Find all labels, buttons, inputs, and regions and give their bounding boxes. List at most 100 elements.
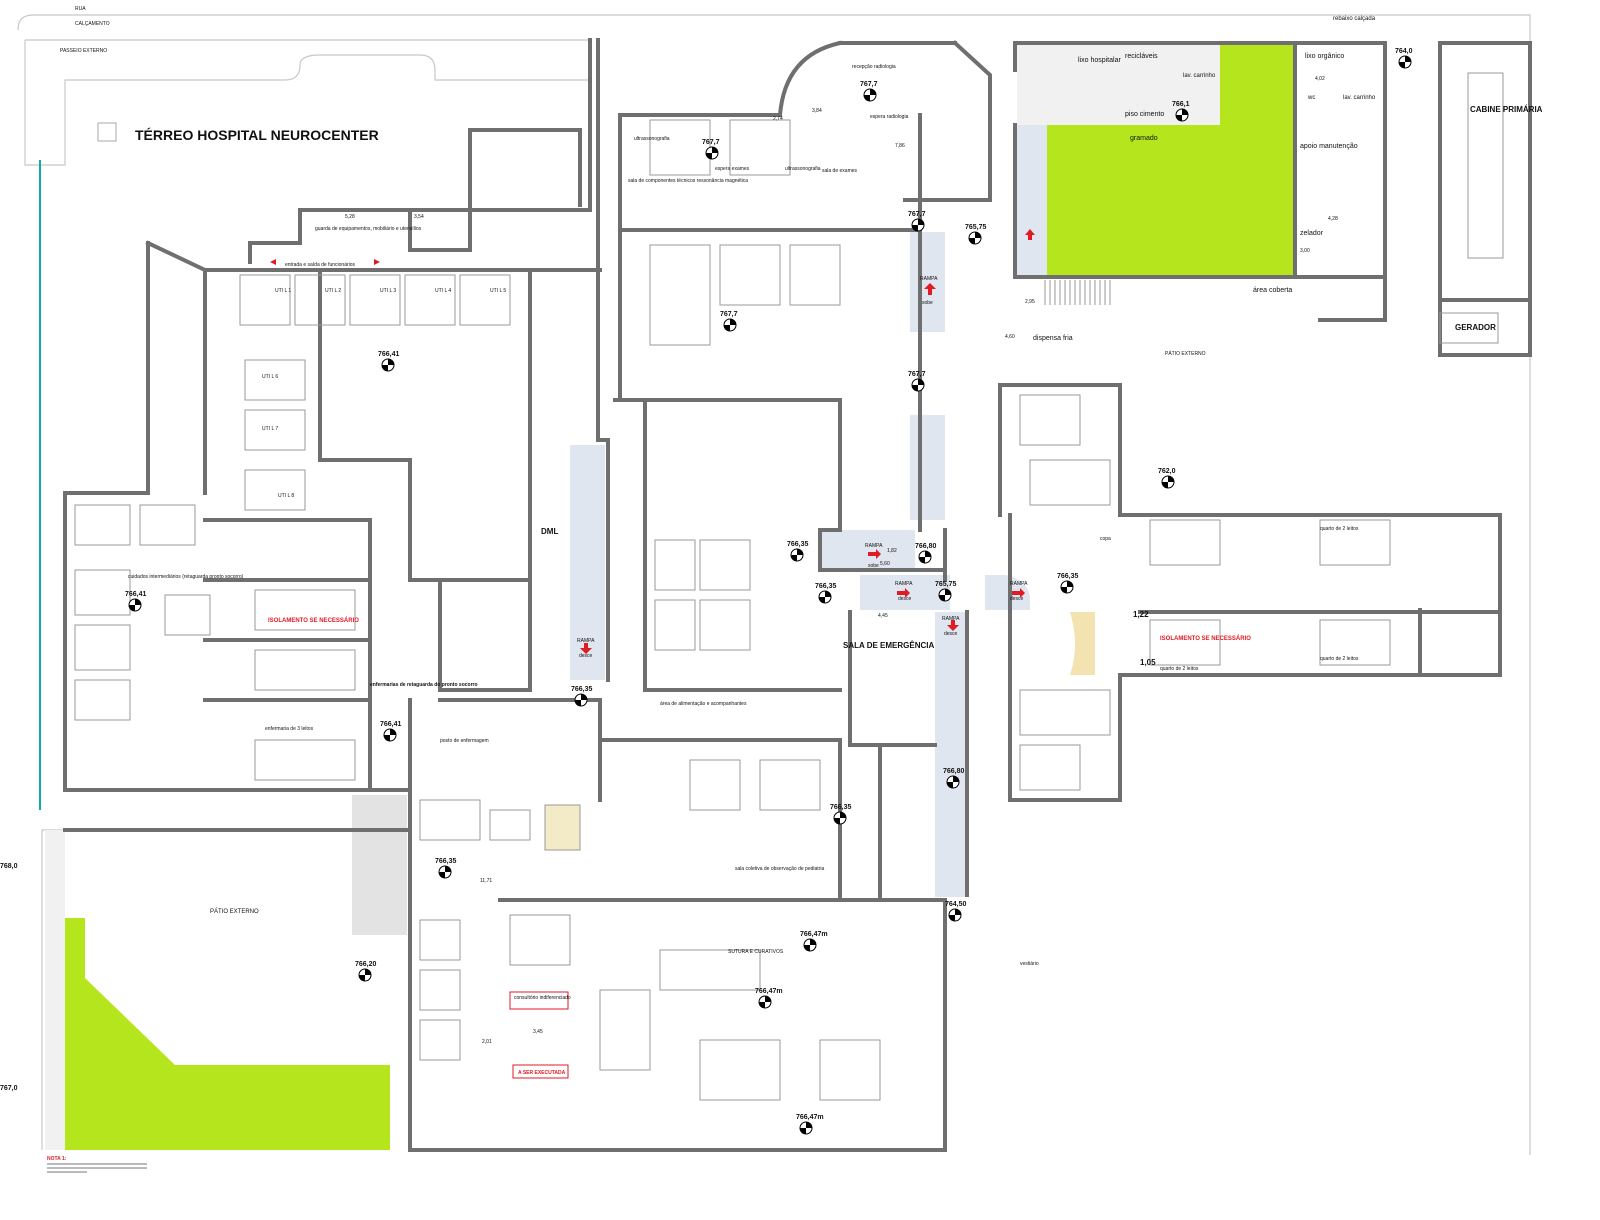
- ramp-area: [820, 530, 915, 570]
- elevation-label: 765,75: [935, 581, 957, 588]
- room-dispensa-fria: dispensa fria: [1033, 335, 1073, 342]
- room-sutura-curativos: SUTURA E CURATIVOS: [728, 949, 784, 955]
- svg-text:1,82: 1,82: [887, 548, 897, 554]
- external-patio-label: PÁTIO EXTERNO: [1165, 350, 1206, 357]
- room-uti: UTI L 3: [380, 288, 396, 294]
- svg-text:RAMPA: RAMPA: [895, 581, 913, 587]
- angled-wall: [952, 40, 992, 132]
- room-piso-cimento: piso cimento: [1125, 111, 1164, 118]
- room-consultorio: consultório indiferenciado: [514, 995, 571, 1001]
- room-outline: [699, 599, 751, 651]
- room-vestiario: vestiário: [1020, 961, 1039, 967]
- room-outline: [649, 244, 711, 346]
- room-lixo-organico: lixo orgânico: [1305, 53, 1344, 60]
- svg-text:RAMPA: RAMPA: [920, 276, 938, 282]
- elevation-label: 764,0: [1395, 48, 1413, 55]
- room-wc: wc: [1307, 95, 1315, 101]
- elevation-label: 762,0: [1158, 468, 1176, 475]
- wall: [203, 518, 372, 792]
- room-guarda-equipamentos: guarda de equipamentos, mobiliário e ute…: [315, 226, 422, 232]
- room-sala-observacao: sala coletiva de observação de pediatria: [735, 866, 824, 872]
- svg-text:2,74: 2,74: [773, 116, 783, 122]
- room-outline: [74, 679, 131, 721]
- elevation-marker-icon: 765,75: [965, 224, 987, 245]
- room-zelador: zelador: [1300, 230, 1324, 237]
- room-outline: [404, 274, 456, 326]
- room-outline: [419, 969, 461, 1011]
- room-recepcao-radiologia: recepção radiologia: [852, 64, 896, 70]
- svg-text:desce: desce: [944, 631, 958, 637]
- elevation-marker-icon: 766,35: [435, 858, 457, 879]
- room-outline: [719, 244, 781, 306]
- room-partitions: [74, 119, 1391, 1101]
- elevation-marker-icon: 766,80: [915, 543, 937, 564]
- svg-text:RAMPA: RAMPA: [865, 543, 883, 549]
- elevation-marker-icon: 762,0: [1158, 468, 1176, 489]
- wall: [1318, 275, 1387, 322]
- stairs: [1044, 280, 1111, 305]
- room-outline: [509, 914, 571, 966]
- lawn-area: [1047, 125, 1295, 277]
- table: [544, 804, 581, 851]
- elevation-marker-icon: 766,35: [571, 686, 593, 707]
- room-uti: UTI L 8: [278, 493, 294, 499]
- wall: [318, 268, 412, 462]
- room-cuidados-intermediarios: cuidados intermediários (retaguarda pron…: [128, 574, 244, 580]
- curved-wall: [777, 40, 843, 118]
- room-uti: UTI L 6: [262, 374, 278, 380]
- elevation-label: 767,7: [908, 371, 926, 378]
- elevation-marker-icon: 766,47m: [755, 988, 783, 1009]
- wall: [903, 128, 992, 202]
- elevation-label: 766,35: [1057, 573, 1079, 580]
- room-quarto: quarto de 2 leitos: [1320, 656, 1359, 662]
- elevation-label: 766,41: [378, 351, 400, 358]
- elevation-label: 766,1: [1172, 101, 1190, 108]
- elevation-marker-icon: 767,7: [702, 139, 720, 160]
- wall: [613, 398, 842, 422]
- room-enfermaria: enfermaria de 3 leitos: [265, 726, 314, 732]
- note-text: [47, 1167, 147, 1169]
- room-outline: [1019, 689, 1111, 736]
- room-sala-exames: sala de exames: [822, 168, 858, 174]
- room-enfermarias-retaguarda: enfermarias de retaguarda do pronto soco…: [370, 682, 478, 688]
- room-outline: [244, 359, 306, 401]
- external-patio-label: PÁTIO EXTERNO: [210, 908, 259, 915]
- property-lines: [17, 14, 1531, 1155]
- room-uti: UTI L 5: [490, 288, 506, 294]
- elevation-marker-icon: 764,50: [945, 901, 967, 922]
- room-outline: [349, 274, 401, 326]
- elevation-label: 764,50: [945, 901, 967, 908]
- room-lixo-hospitalar: lixo hospitalar: [1078, 57, 1121, 64]
- svg-text:desce: desce: [898, 596, 912, 602]
- elevation-marker-icon: 766,35: [787, 541, 809, 562]
- room-lav-carrinho: lav. carrinho: [1343, 95, 1376, 101]
- svg-text:desce: desce: [1010, 596, 1024, 602]
- walls: [63, 38, 1532, 1152]
- wall: [1438, 41, 1532, 357]
- svg-text:RAMPA: RAMPA: [577, 638, 595, 644]
- svg-text:sobe: sobe: [868, 563, 879, 569]
- room-outline: [699, 1039, 781, 1101]
- elevation-marker-icon: 766,47m: [800, 931, 828, 952]
- room-outline: [654, 539, 696, 591]
- room-outline: [419, 1019, 461, 1061]
- elevation-label: 766,35: [815, 583, 837, 590]
- ramp-area: [910, 232, 945, 332]
- note-title: NOTA 1:: [47, 1156, 67, 1162]
- elevation-label: 766,47m: [755, 988, 783, 995]
- svg-text:2,01: 2,01: [482, 1039, 492, 1045]
- room-outline: [1149, 519, 1221, 566]
- room-ultrassonografia: ultrassonografia: [785, 166, 821, 172]
- room-uti: UTI L 7: [262, 426, 278, 432]
- elevation-label: 766,47m: [800, 931, 828, 938]
- elevation-label: 766,35: [435, 858, 457, 865]
- wall: [596, 38, 610, 682]
- room-outline: [1019, 394, 1081, 446]
- plan-title: TÉRREO HOSPITAL NEUROCENTER: [135, 127, 379, 143]
- room-outline: [599, 989, 651, 1071]
- isolamento-label: ISOLAMENTO SE NECESSÁRIO: [268, 617, 359, 624]
- room-dml: DML: [541, 527, 558, 536]
- svg-text:3,84: 3,84: [812, 108, 822, 114]
- wall: [408, 698, 947, 1152]
